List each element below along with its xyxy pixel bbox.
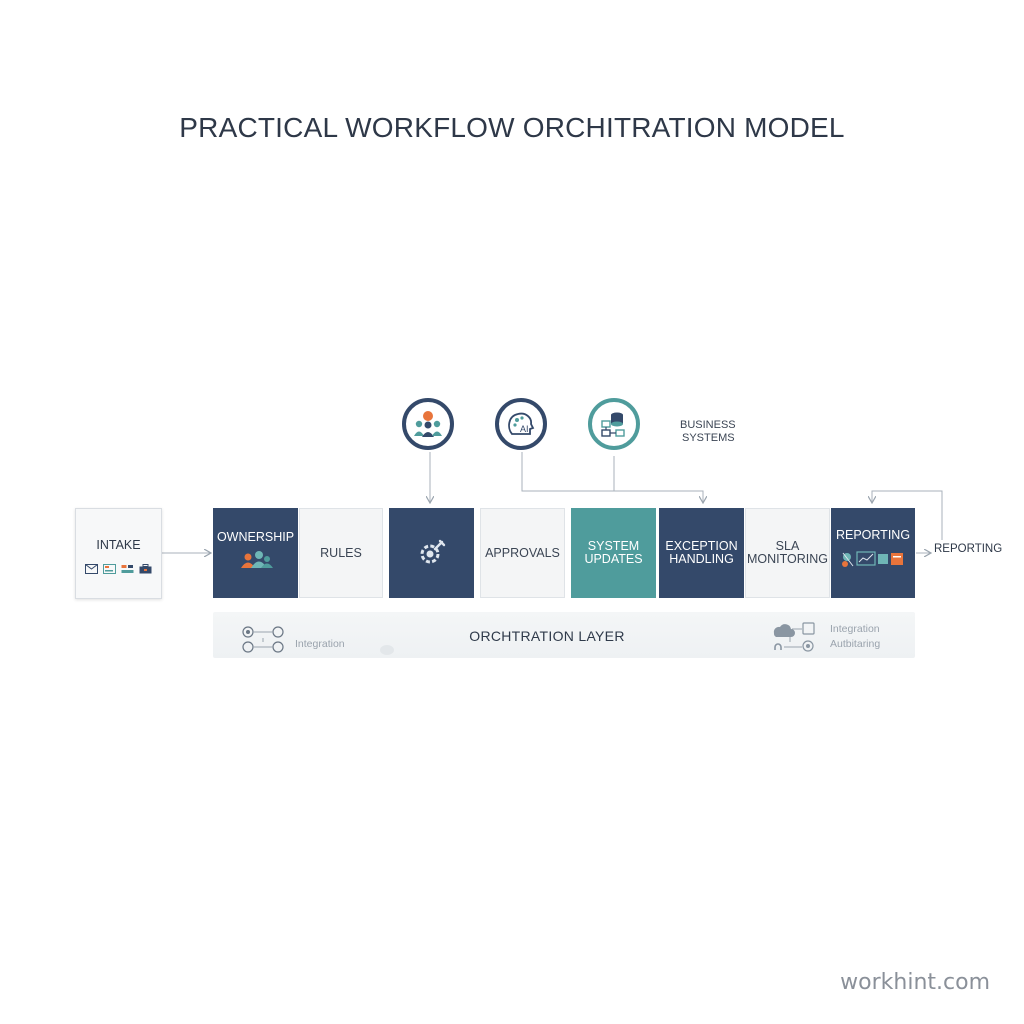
integration-nodes-icon <box>242 626 284 653</box>
sla-line1: SLA <box>775 539 800 553</box>
sla-monitoring-stage: SLA MONITORING <box>745 508 830 598</box>
ownership-stage: OWNERSHIP <box>213 508 298 598</box>
orchestration-layer-title: ORCHTRATION LAYER <box>469 628 625 644</box>
layer-right-label-2: Autbitaring <box>830 638 881 650</box>
people-icon <box>240 550 273 568</box>
mail-icon <box>85 564 98 574</box>
reporting-loop-arrow <box>872 490 943 540</box>
rules-stage: RULES <box>299 508 383 598</box>
system-updates-line2: UPDATES <box>584 552 643 566</box>
reporting-label: REPORTING <box>835 527 911 542</box>
layer-left-label: Integration <box>295 638 345 650</box>
team-ai-circle <box>402 398 454 450</box>
form-icon <box>103 564 116 574</box>
reporting-stage: REPORTING <box>831 508 915 598</box>
page-title: PRACTICAL WORKFLOW ORCHITRATION MODEL <box>179 112 845 143</box>
gear-wrench-icon <box>420 539 445 564</box>
approvals-label: APPROVALS <box>485 545 560 560</box>
automation-stage <box>389 508 474 598</box>
ownership-label: OWNERSHIP <box>216 529 295 544</box>
exception-handling-stage: EXCEPTION HANDLING <box>659 508 744 598</box>
exception-line2: HANDLING <box>669 552 734 566</box>
intake-label: INTAKE <box>96 538 141 552</box>
business-systems-line2: SYSTEMS <box>682 432 735 444</box>
briefcase-icon <box>139 564 152 574</box>
rules-label: RULES <box>320 545 362 560</box>
circle2-to-exception-arrow <box>521 452 703 502</box>
ai-circle: AI <box>495 398 547 450</box>
approvals-stage: APPROVALS <box>480 508 565 598</box>
reporting-output-label: REPORTING <box>934 543 1003 555</box>
orchestration-layer-band <box>213 612 915 658</box>
system-updates-stage: SYSTEM UPDATES <box>571 508 656 598</box>
business-systems-label: BUSINESS SYSTEMS <box>680 419 736 445</box>
team-brain-icon <box>414 411 442 437</box>
list-icon <box>121 565 134 573</box>
intake-icons <box>85 564 152 574</box>
system-updates-line1: SYSTEM <box>587 539 640 553</box>
business-systems-line1: BUSINESS <box>680 419 736 431</box>
svg-text:AI: AI <box>520 424 529 434</box>
business-systems-circle <box>588 398 640 450</box>
cloud-faint-icon <box>380 645 394 655</box>
watermark: workhint.com <box>840 970 990 995</box>
layer-right-label-1: Integration <box>830 623 880 635</box>
intake-box: INTAKE <box>75 508 162 599</box>
database-network-icon <box>601 412 625 437</box>
sla-line2: MONITORING <box>746 552 829 566</box>
ai-head-icon: AI <box>508 412 535 435</box>
reporting-dashboard-icon <box>842 550 903 567</box>
exception-line1: EXCEPTION <box>665 539 738 553</box>
cloud-lock-icon <box>773 622 815 652</box>
